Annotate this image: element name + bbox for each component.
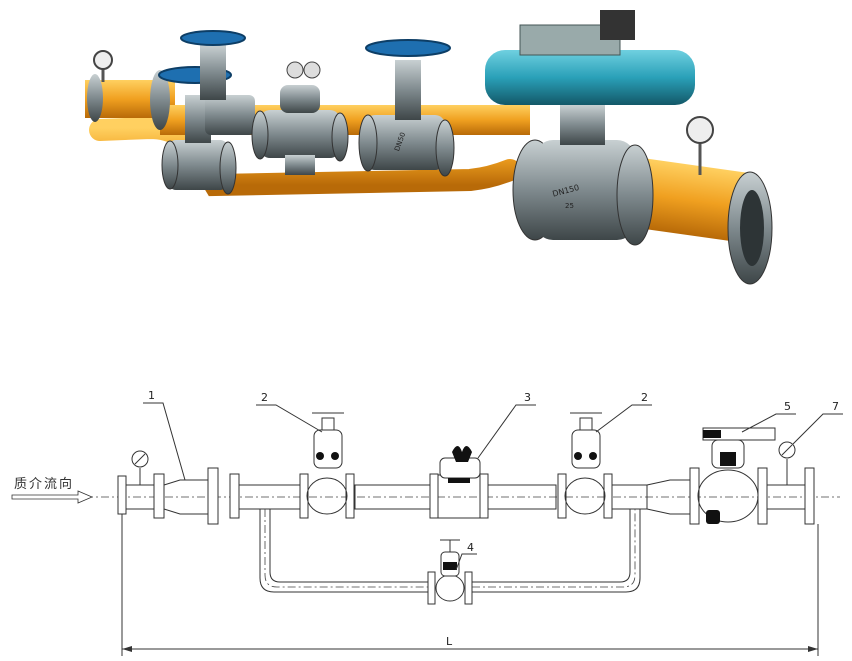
flow-direction-arrow — [11, 490, 94, 504]
pressure-gauge-icon — [778, 441, 796, 485]
callout-4: 4 — [467, 541, 474, 554]
globe-valve-main-1 — [180, 30, 255, 135]
pressure-reducing-valve-symbol — [429, 446, 489, 519]
callout-7: 7 — [832, 400, 839, 413]
pressure-gauge-inlet — [93, 50, 113, 82]
flow-direction-label: 质介流向 — [14, 476, 74, 492]
dimension-L: L — [121, 514, 819, 656]
callout-2b: 2 — [641, 391, 648, 404]
callout-3: 3 — [524, 391, 531, 404]
pressure-gauge-icon — [131, 450, 149, 485]
dimension-label: L — [446, 635, 453, 648]
pressure-gauge-outlet — [686, 116, 714, 175]
pneumatic-ball-valve: DN150 25 — [485, 10, 695, 246]
handwheel-icon — [180, 30, 246, 46]
globe-valve-main-2: DN50 — [358, 39, 455, 177]
actuator — [485, 50, 695, 105]
handwheel-icon — [365, 39, 451, 57]
bypass-line — [259, 509, 641, 593]
product-photo: DN50 DN150 25 — [85, 10, 773, 285]
outlet-pipe — [625, 156, 755, 244]
globe-valve-symbol-1 — [299, 412, 355, 519]
schematic-drawing: 质介流向 — [11, 389, 843, 656]
callout-2: 2 — [261, 391, 268, 404]
callouts: 1 2 3 2 5 7 4 — [143, 389, 843, 571]
pneumatic-ball-valve-symbol — [697, 427, 776, 524]
callout-5: 5 — [784, 400, 791, 413]
globe-valve-symbol-2 — [557, 412, 613, 519]
callout-1: 1 — [148, 389, 155, 402]
main-pipeline — [117, 467, 815, 525]
pressure-reducing-valve — [251, 61, 349, 175]
valve-marking: 25 — [565, 202, 574, 210]
bypass-globe-valve-symbol — [427, 539, 473, 605]
